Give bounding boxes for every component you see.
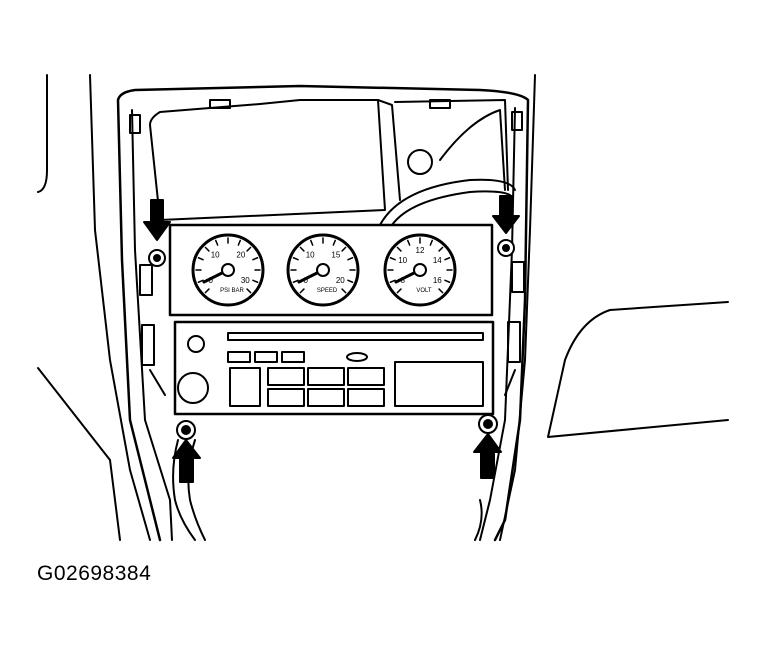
gauge-tick-label: 0 xyxy=(208,276,213,285)
shifter-knob xyxy=(407,149,433,175)
gauge-tick-label: 10 xyxy=(398,256,407,265)
gauge-tick-label: 14 xyxy=(433,256,442,265)
arrow-up-icon xyxy=(473,433,502,479)
preset-button xyxy=(227,351,251,363)
display-window xyxy=(229,367,261,407)
screw xyxy=(497,239,515,257)
wire-loop xyxy=(379,178,516,226)
volume-knob xyxy=(177,372,209,404)
gauge-unit-label: SPEED xyxy=(317,288,338,294)
preset-button xyxy=(281,351,305,363)
screw xyxy=(478,414,498,434)
gauge-unit-label: PSI BAR xyxy=(220,288,244,294)
gauge-tick-label: 8 xyxy=(400,276,405,285)
power-knob xyxy=(187,335,205,353)
left-dash-edge xyxy=(37,74,48,193)
gauge-tick-label: 20 xyxy=(236,251,245,260)
gauge-tick-label: 15 xyxy=(331,251,340,260)
screw xyxy=(148,249,166,267)
figure-code: G02698384 xyxy=(37,562,152,585)
screw xyxy=(176,420,196,440)
gauge-tick-label: 16 xyxy=(433,276,442,285)
left-lower-dash-line xyxy=(37,367,121,541)
gauge-panel xyxy=(168,223,494,317)
gauge-tick-label: 0 xyxy=(303,276,308,285)
preset-button xyxy=(254,351,278,363)
indicator-icon xyxy=(346,352,368,362)
arrow-down-icon xyxy=(143,199,171,241)
right-door-panel xyxy=(547,301,729,438)
gauge-unit-label: VOLT xyxy=(416,288,432,294)
gauge-tick-label: 10 xyxy=(306,251,315,260)
gauge-tick-label: 30 xyxy=(241,276,250,285)
gauge-tick-label: 10 xyxy=(211,251,220,260)
display-panel xyxy=(394,361,484,407)
arrow-down-icon xyxy=(492,195,520,234)
upper-bin xyxy=(149,99,386,221)
cd-slot xyxy=(227,332,484,341)
gauge-tick-label: 20 xyxy=(336,276,345,285)
console-outer-contour xyxy=(89,74,536,541)
wire-harness xyxy=(172,439,206,541)
gauge-tick-label: 12 xyxy=(416,246,425,255)
radio-unit xyxy=(173,320,495,416)
console-bezel xyxy=(116,84,530,542)
